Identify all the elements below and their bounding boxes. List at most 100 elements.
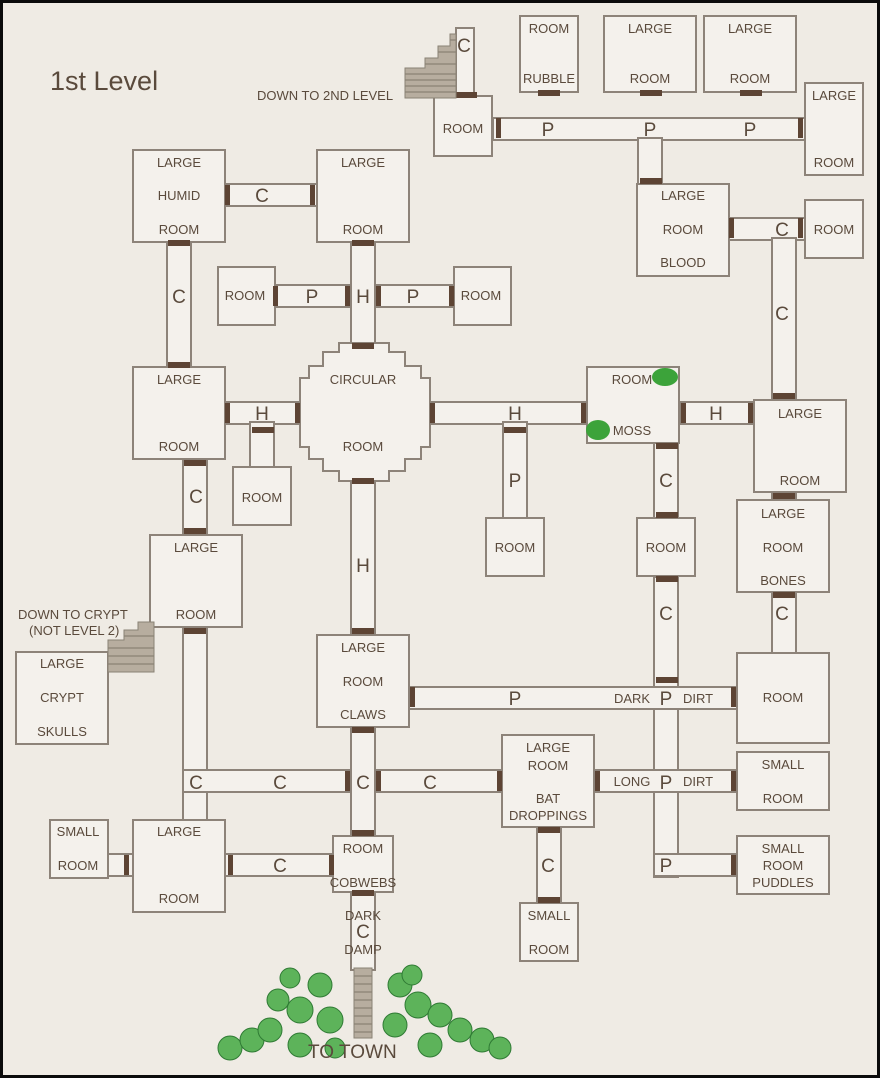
svg-text:C: C <box>273 773 287 794</box>
svg-text:ROOM: ROOM <box>343 841 383 856</box>
svg-text:ROOM: ROOM <box>528 758 568 773</box>
svg-text:H: H <box>709 404 723 425</box>
label-down-2nd: DOWN TO 2ND LEVEL <box>257 88 393 103</box>
svg-text:LARGE: LARGE <box>40 656 84 671</box>
svg-text:C: C <box>356 773 370 794</box>
svg-text:C: C <box>775 604 789 625</box>
svg-text:C: C <box>541 856 555 877</box>
svg-text:C: C <box>457 36 471 57</box>
svg-text:ROOM: ROOM <box>763 540 803 555</box>
svg-text:CLAWS: CLAWS <box>340 707 386 722</box>
map-frame: 1st Level DOWN TO 2ND LEVEL DOWN TO CRYP… <box>3 3 877 1075</box>
svg-text:P: P <box>407 287 420 308</box>
svg-text:DARK: DARK <box>614 691 650 706</box>
svg-text:ROOM: ROOM <box>159 439 199 454</box>
stairs-down-crypt[interactable] <box>107 621 155 673</box>
svg-text:ROOM: ROOM <box>242 490 282 505</box>
svg-text:ROOM: ROOM <box>763 690 803 705</box>
svg-text:ROOM: ROOM <box>814 222 854 237</box>
svg-text:ROOM: ROOM <box>176 607 216 622</box>
svg-text:ROOM: ROOM <box>814 155 854 170</box>
rooms <box>15 15 864 962</box>
svg-text:P: P <box>644 120 657 141</box>
svg-text:LARGE: LARGE <box>661 188 705 203</box>
svg-text:CRYPT: CRYPT <box>40 690 84 705</box>
svg-text:H: H <box>255 404 269 425</box>
svg-text:CIRCULAR: CIRCULAR <box>330 372 396 387</box>
svg-text:ROOM: ROOM <box>343 439 383 454</box>
svg-text:PUDDLES: PUDDLES <box>752 875 814 890</box>
svg-text:SMALL: SMALL <box>528 908 571 923</box>
svg-text:P: P <box>660 773 673 794</box>
level-title: 1st Level <box>50 66 158 96</box>
svg-text:ROOM: ROOM <box>343 222 383 237</box>
svg-text:ROOM: ROOM <box>612 372 652 387</box>
svg-text:SMALL: SMALL <box>762 757 805 772</box>
label-down-crypt: DOWN TO CRYPT <box>18 607 128 622</box>
stairs-to-town[interactable] <box>353 967 373 1039</box>
svg-text:H: H <box>356 556 370 577</box>
svg-text:C: C <box>273 856 287 877</box>
svg-text:C: C <box>423 773 437 794</box>
svg-text:P: P <box>509 471 522 492</box>
svg-text:BAT: BAT <box>536 791 560 806</box>
label-to-town: TO TOWN <box>308 1042 397 1063</box>
svg-text:H: H <box>356 287 370 308</box>
corridors <box>104 27 807 971</box>
svg-text:H: H <box>508 404 522 425</box>
svg-text:ROOM: ROOM <box>343 674 383 689</box>
svg-text:ROOM: ROOM <box>225 288 265 303</box>
svg-text:C: C <box>189 487 203 508</box>
svg-text:LARGE: LARGE <box>628 21 672 36</box>
svg-text:C: C <box>356 922 370 943</box>
svg-text:LARGE: LARGE <box>812 88 856 103</box>
corridor-labels: DARK DAMP DARK DIRT LONG DIRT <box>344 691 713 957</box>
svg-text:LARGE: LARGE <box>157 372 201 387</box>
svg-text:SMALL: SMALL <box>762 841 805 856</box>
svg-text:BONES: BONES <box>760 573 806 588</box>
svg-text:LARGE: LARGE <box>341 155 385 170</box>
svg-text:ROOM: ROOM <box>58 858 98 873</box>
svg-text:P: P <box>660 856 673 877</box>
label-not-level-2: (NOT LEVEL 2) <box>29 623 119 638</box>
stairs-down-2nd[interactable] <box>404 33 457 99</box>
svg-text:ROOM: ROOM <box>630 71 670 86</box>
svg-text:ROOM: ROOM <box>159 891 199 906</box>
svg-text:LARGE: LARGE <box>157 824 201 839</box>
moss-patches <box>586 368 678 440</box>
svg-text:DAMP: DAMP <box>344 942 382 957</box>
svg-text:ROOM: ROOM <box>763 858 803 873</box>
svg-text:C: C <box>775 304 789 325</box>
svg-text:P: P <box>542 120 555 141</box>
svg-text:ROOM: ROOM <box>730 71 770 86</box>
svg-text:SKULLS: SKULLS <box>37 724 87 739</box>
svg-text:LARGE: LARGE <box>341 640 385 655</box>
svg-text:DIRT: DIRT <box>683 774 713 789</box>
svg-text:DARK: DARK <box>345 908 381 923</box>
svg-text:C: C <box>172 287 186 308</box>
svg-text:LARGE: LARGE <box>157 155 201 170</box>
svg-text:HUMID: HUMID <box>158 188 201 203</box>
svg-text:LARGE: LARGE <box>761 506 805 521</box>
svg-text:ROOM: ROOM <box>495 540 535 555</box>
bushes <box>217 964 512 1061</box>
svg-text:ROOM: ROOM <box>529 942 569 957</box>
svg-text:ROOM: ROOM <box>159 222 199 237</box>
svg-text:ROOM: ROOM <box>663 222 703 237</box>
svg-text:ROOM: ROOM <box>646 540 686 555</box>
svg-text:C: C <box>659 471 673 492</box>
svg-text:ROOM: ROOM <box>780 473 820 488</box>
svg-text:DROPPINGS: DROPPINGS <box>509 808 587 823</box>
svg-text:LARGE: LARGE <box>778 406 822 421</box>
svg-text:ROOM: ROOM <box>443 121 483 136</box>
svg-text:C: C <box>255 186 269 207</box>
svg-text:P: P <box>306 287 319 308</box>
svg-text:DIRT: DIRT <box>683 691 713 706</box>
svg-text:LONG: LONG <box>614 774 651 789</box>
svg-text:LARGE: LARGE <box>174 540 218 555</box>
svg-text:P: P <box>660 689 673 710</box>
svg-text:ROOM: ROOM <box>763 791 803 806</box>
svg-text:LARGE: LARGE <box>728 21 772 36</box>
svg-text:BLOOD: BLOOD <box>660 255 706 270</box>
svg-text:P: P <box>509 689 522 710</box>
